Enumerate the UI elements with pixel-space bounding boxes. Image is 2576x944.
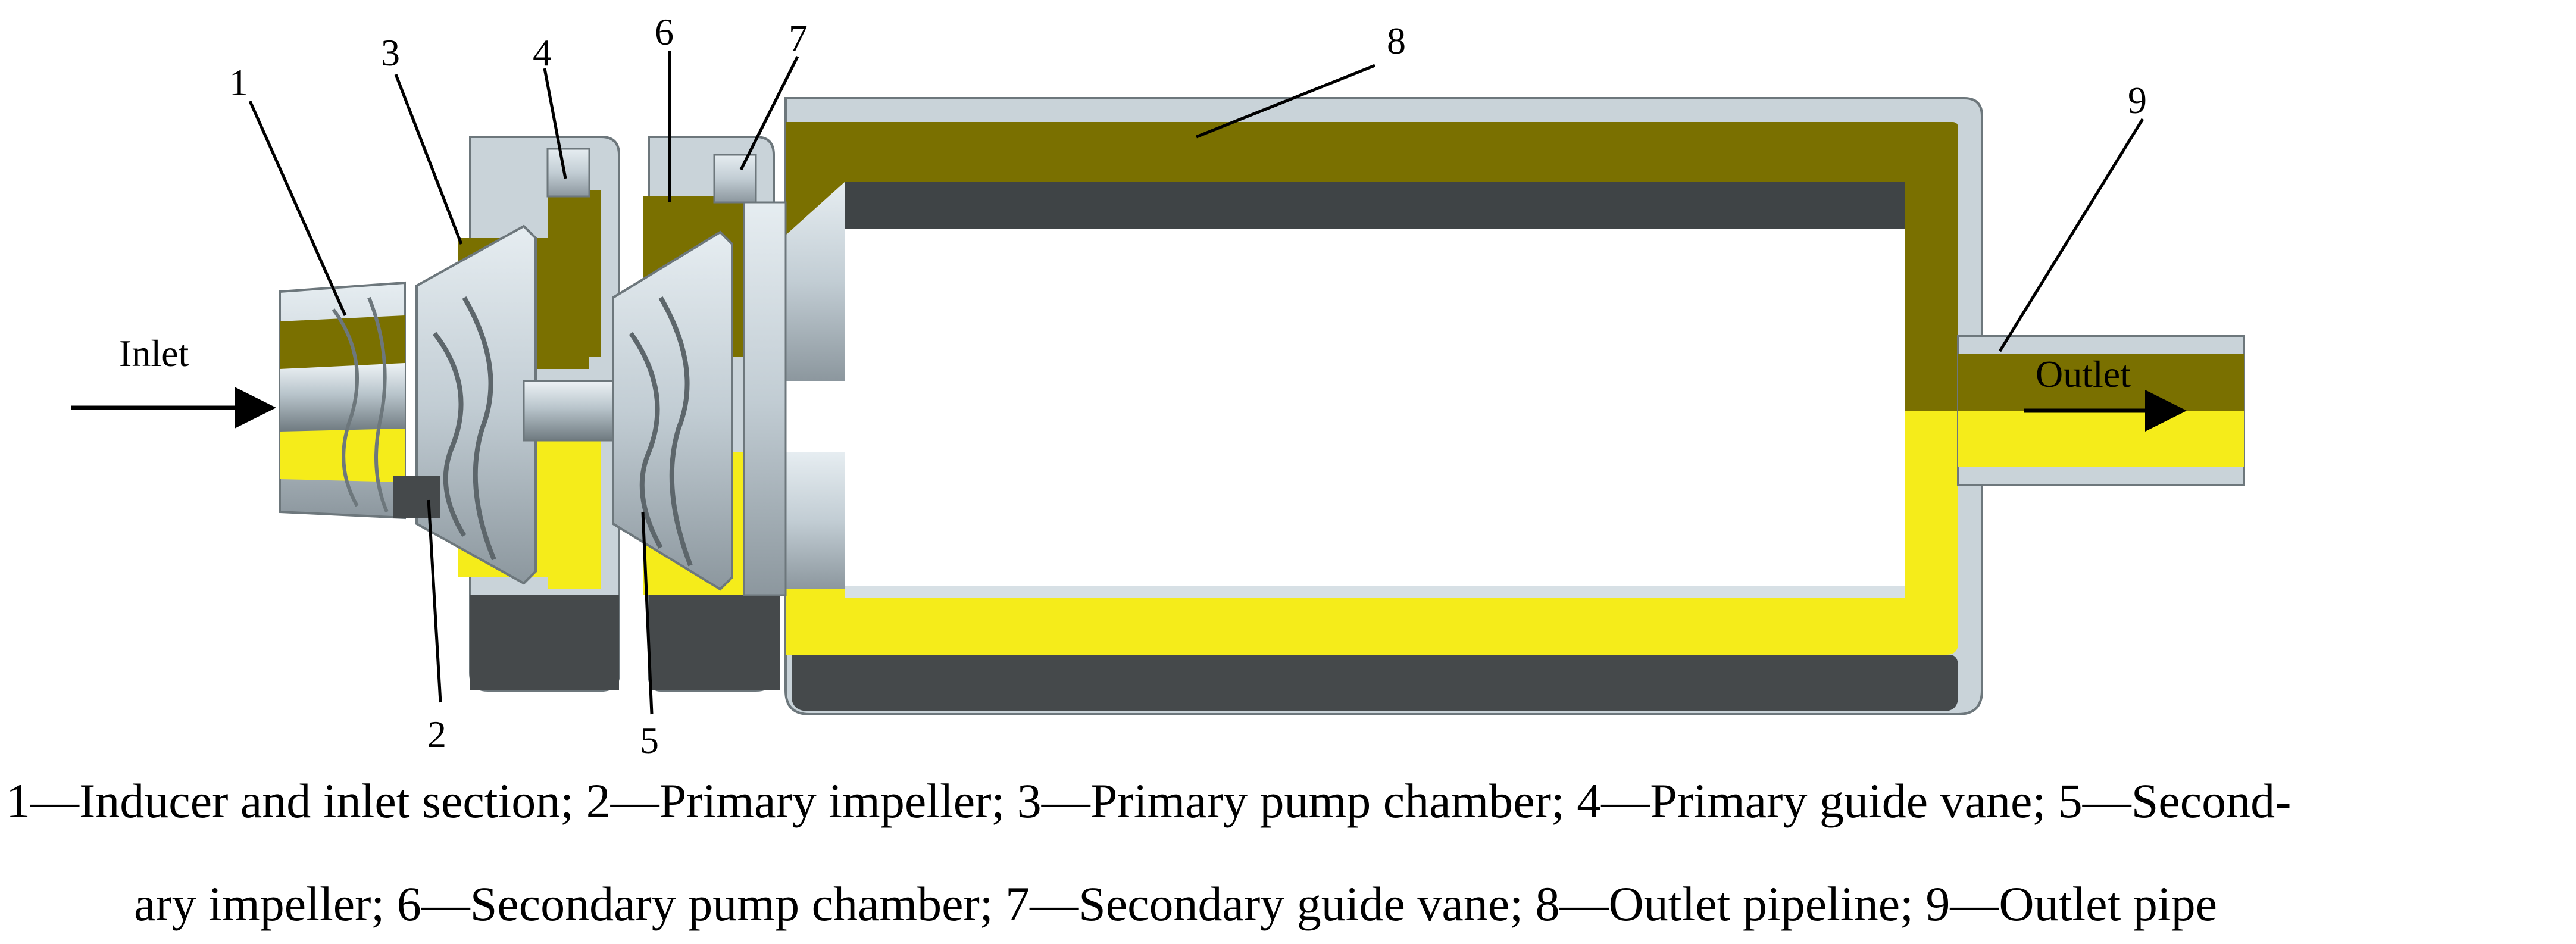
caption-line-2: ary impeller; 6—Secondary pump chamber; … <box>134 877 2218 931</box>
primary-guide-vane <box>546 148 590 198</box>
leader-line-4 <box>543 68 567 179</box>
secondary-guide-vane <box>713 154 757 204</box>
outlet-label: Outlet <box>2036 353 2131 395</box>
primary-stage <box>393 136 620 692</box>
label-9: 9 <box>2128 79 2147 121</box>
label-3: 3 <box>381 32 400 74</box>
label-7: 7 <box>789 17 808 59</box>
leader-line-5 <box>641 511 654 715</box>
primary-impeller <box>415 224 537 585</box>
leader-line-8 <box>1196 64 1375 139</box>
leader-line-9 <box>1998 118 2144 352</box>
pump-cross-section-diagram: Inlet Outlet 1 2 3 4 5 6 7 8 9 <box>71 11 2245 761</box>
secondary-stage <box>612 136 787 692</box>
label-8: 8 <box>1387 20 1406 62</box>
inlet-label: Inlet <box>119 332 189 374</box>
leader-line-1 <box>248 100 347 317</box>
inducer-inlet-section <box>279 281 406 520</box>
label-2: 2 <box>427 713 446 755</box>
label-5: 5 <box>640 719 659 761</box>
label-6: 6 <box>655 11 674 53</box>
secondary-impeller <box>612 230 733 591</box>
leader-line-7 <box>739 55 799 171</box>
label-1: 1 <box>229 61 248 104</box>
leader-line-3 <box>394 74 463 245</box>
outlet-pipe <box>1957 335 2245 486</box>
caption-line-1: 1—Inducer and inlet section; 2—Primary i… <box>6 774 2291 828</box>
leader-line-2 <box>427 499 442 703</box>
outlet-pipeline <box>784 97 1983 715</box>
label-4: 4 <box>533 32 552 74</box>
